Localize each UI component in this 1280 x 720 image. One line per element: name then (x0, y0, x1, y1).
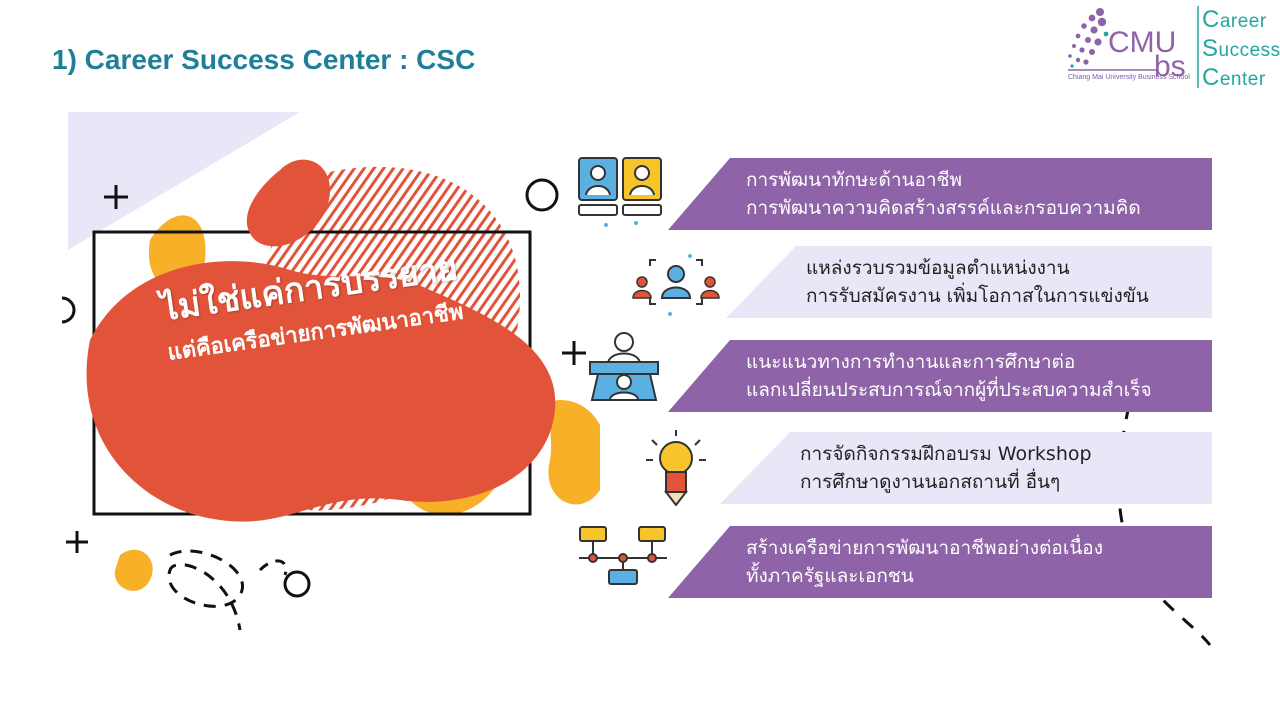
cmubs-logo: CMU bs (1068, 6, 1199, 88)
service-ribbon: การจัดกิจกรรมฝึกอบรม Workshop การศึกษาดู… (720, 432, 1212, 504)
service-text: แนะแนวทางการทำงานและการศึกษาต่อ (746, 351, 1076, 373)
lavender-corner-shape (68, 112, 300, 250)
service-ribbon: สร้างเครือข่ายการพัฒนาอาชีพอย่างต่อเนื่อ… (668, 526, 1212, 598)
mentoring-icon (589, 332, 659, 401)
service-text: การศึกษาดูงานนอกสถานที่ อื่นๆ (800, 471, 1061, 493)
service-ribbon: แหล่งรวบรวมข้อมูลตำแหน่งงาน การรับสมัครง… (726, 246, 1212, 318)
yellow-blob (114, 549, 153, 591)
service-text: การพัฒนาความคิดสร้างสรรค์และกรอบความคิด (746, 197, 1141, 219)
logo-csc-line: Success (1202, 35, 1280, 62)
circle-outline (525, 178, 559, 212)
decorative-artwork (61, 112, 600, 631)
service-text: แหล่งรวบรวมข้อมูลตำแหน่งงาน (806, 257, 1070, 279)
logo-csc-wordmark: Career Success Center (1202, 6, 1280, 93)
plus-icon (104, 185, 128, 209)
profile-cards-icon (578, 157, 662, 227)
lightbulb-pencil-icon (646, 430, 706, 506)
service-text: สร้างเครือข่ายการพัฒนาอาชีพอย่างต่อเนื่อ… (746, 537, 1103, 559)
service-text: การพัฒนาทักษะด้านอาชีพ (746, 169, 962, 191)
candidate-focus-icon (632, 254, 720, 316)
logo-csc-line: Center (1202, 64, 1266, 91)
plus-icon (66, 531, 88, 553)
plus-icon (562, 341, 586, 365)
service-text: การรับสมัครงาน เพิ่มโอกาสในการแข่งขัน (806, 285, 1149, 307)
service-text: แลกเปลี่ยนประสบการณ์จากผู้ที่ประสบความสำ… (746, 379, 1152, 401)
service-text: ทั้งภาครัฐและเอกชน (746, 565, 914, 587)
dashed-loop (167, 549, 244, 631)
circle-outline (283, 570, 311, 598)
logo-brand-bottom: bs (1154, 50, 1186, 83)
service-text: การจัดกิจกรรมฝึกอบรม Workshop (800, 443, 1092, 465)
logo-brand-top: CMU (1108, 26, 1176, 59)
yellow-blob (548, 400, 600, 505)
red-blob (246, 159, 330, 247)
service-ribbon: การพัฒนาทักษะด้านอาชีพ การพัฒนาความคิดสร… (668, 158, 1212, 230)
service-ribbon: แนะแนวทางการทำงานและการศึกษาต่อ แลกเปลี่… (668, 340, 1212, 412)
network-timeline-icon (579, 526, 667, 585)
dashed-curve (1117, 380, 1212, 646)
logo-university-name: Chiang Mai University Business School (1068, 74, 1190, 81)
logo-csc-line: Career (1202, 6, 1267, 33)
slide-title: 1) Career Success Center : CSC (52, 44, 476, 75)
red-banner-blob (86, 261, 556, 522)
